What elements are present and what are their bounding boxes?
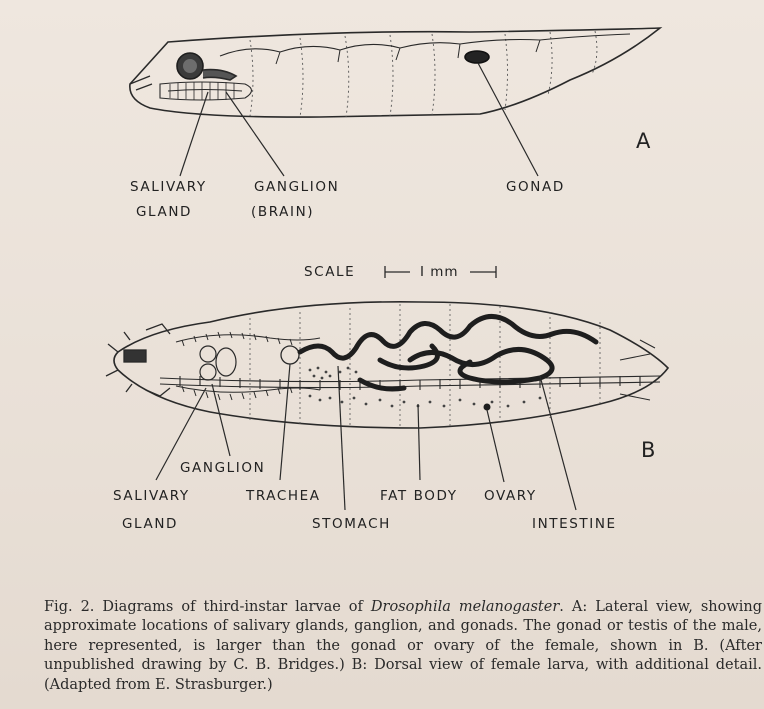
panel-letter-a: A: [636, 131, 650, 152]
panel-letter-b: B: [641, 440, 655, 461]
label-a-ganglion-line2: (BRAIN): [251, 206, 314, 220]
label-b-ganglion: GANGLION: [180, 462, 265, 476]
larva-a-mouth-hooks: [130, 76, 152, 90]
larva-a-trachea: [220, 34, 630, 56]
larva-b-salivary-glands: [176, 332, 320, 400]
larva-b-proventriculus: [281, 346, 299, 364]
label-b-intestine: INTESTINE: [532, 518, 617, 532]
larva-b-dorsal-view: [106, 302, 668, 510]
larva-a-leader-lines: [180, 63, 538, 176]
label-b-fat-body: FAT BODY: [380, 490, 458, 504]
figure-caption: Fig. 2. Diagrams of third-instar larvae …: [44, 598, 762, 695]
larva-a-gonad: [465, 51, 489, 63]
larva-b-ganglion: [200, 346, 236, 380]
label-b-ovary: OVARY: [484, 490, 537, 504]
larva-a-lateral-view: [130, 28, 660, 176]
caption-prefix: Fig. 2. Diagrams of third-instar larvae …: [44, 599, 371, 615]
label-a-salivary-line2: GLAND: [136, 206, 192, 220]
label-b-salivary-line1: SALIVARY: [113, 490, 190, 504]
label-a-gonad: GONAD: [506, 181, 565, 195]
label-b-stomach: STOMACH: [312, 518, 391, 532]
label-b-trachea: TRACHEA: [246, 490, 321, 504]
scale-unit: I mm: [420, 266, 459, 280]
larva-b-ovary: [484, 404, 491, 411]
caption-species: Drosophila melanogaster: [371, 599, 559, 615]
label-a-salivary-line1: SALIVARY: [130, 181, 207, 195]
label-a-ganglion-line1: GANGLION: [254, 181, 339, 195]
scale-label: SCALE: [304, 266, 355, 280]
label-b-salivary-line2: GLAND: [122, 518, 178, 532]
